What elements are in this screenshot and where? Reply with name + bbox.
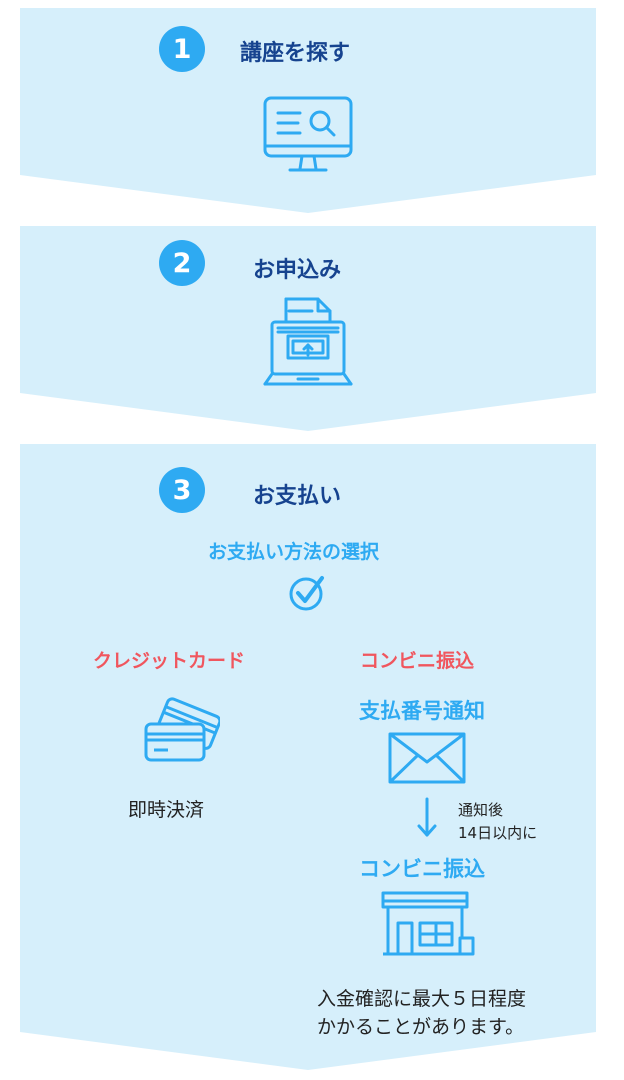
checkmark-circle-icon — [289, 576, 324, 611]
step-3-number-badge: 3 — [159, 467, 205, 513]
payment-method-heading: お支払い方法の選択 — [208, 541, 380, 563]
payment-number-notice-heading: 支払番号通知 — [359, 699, 485, 723]
convenience-heading: コンビニ振込 — [360, 650, 475, 672]
step-1-panel — [20, 8, 596, 213]
step-3-title: お支払い — [253, 484, 342, 509]
deposit-note-line1: 入金確認に最大５日程度 — [317, 988, 527, 1010]
credit-card-description: 即時決済 — [128, 799, 205, 821]
convenience-store-icon — [381, 891, 475, 956]
step-3-number: 3 — [172, 474, 192, 506]
envelope-icon — [388, 732, 466, 784]
deposit-note-line2: かかることがあります。 — [317, 1016, 525, 1038]
step-2-number: 2 — [172, 247, 192, 279]
step-2-number-badge: 2 — [159, 240, 205, 286]
credit-cards-icon — [144, 697, 220, 762]
notice-timing-line1: 通知後 — [458, 801, 504, 819]
step-1-title: 講座を探す — [240, 41, 351, 66]
step-1-number-badge: 1 — [159, 26, 205, 72]
step-1-number: 1 — [172, 33, 192, 65]
step-3-panel — [20, 444, 596, 1070]
arrow-down-icon — [417, 797, 437, 837]
monitor-search-icon — [263, 96, 353, 172]
notice-timing-line2: 14日以内に — [458, 824, 538, 842]
credit-card-heading: クレジットカード — [93, 650, 246, 672]
convenience-pay-heading: コンビニ振込 — [359, 857, 485, 881]
laptop-document-upload-icon — [263, 297, 353, 386]
step-2-title: お申込み — [253, 258, 342, 283]
